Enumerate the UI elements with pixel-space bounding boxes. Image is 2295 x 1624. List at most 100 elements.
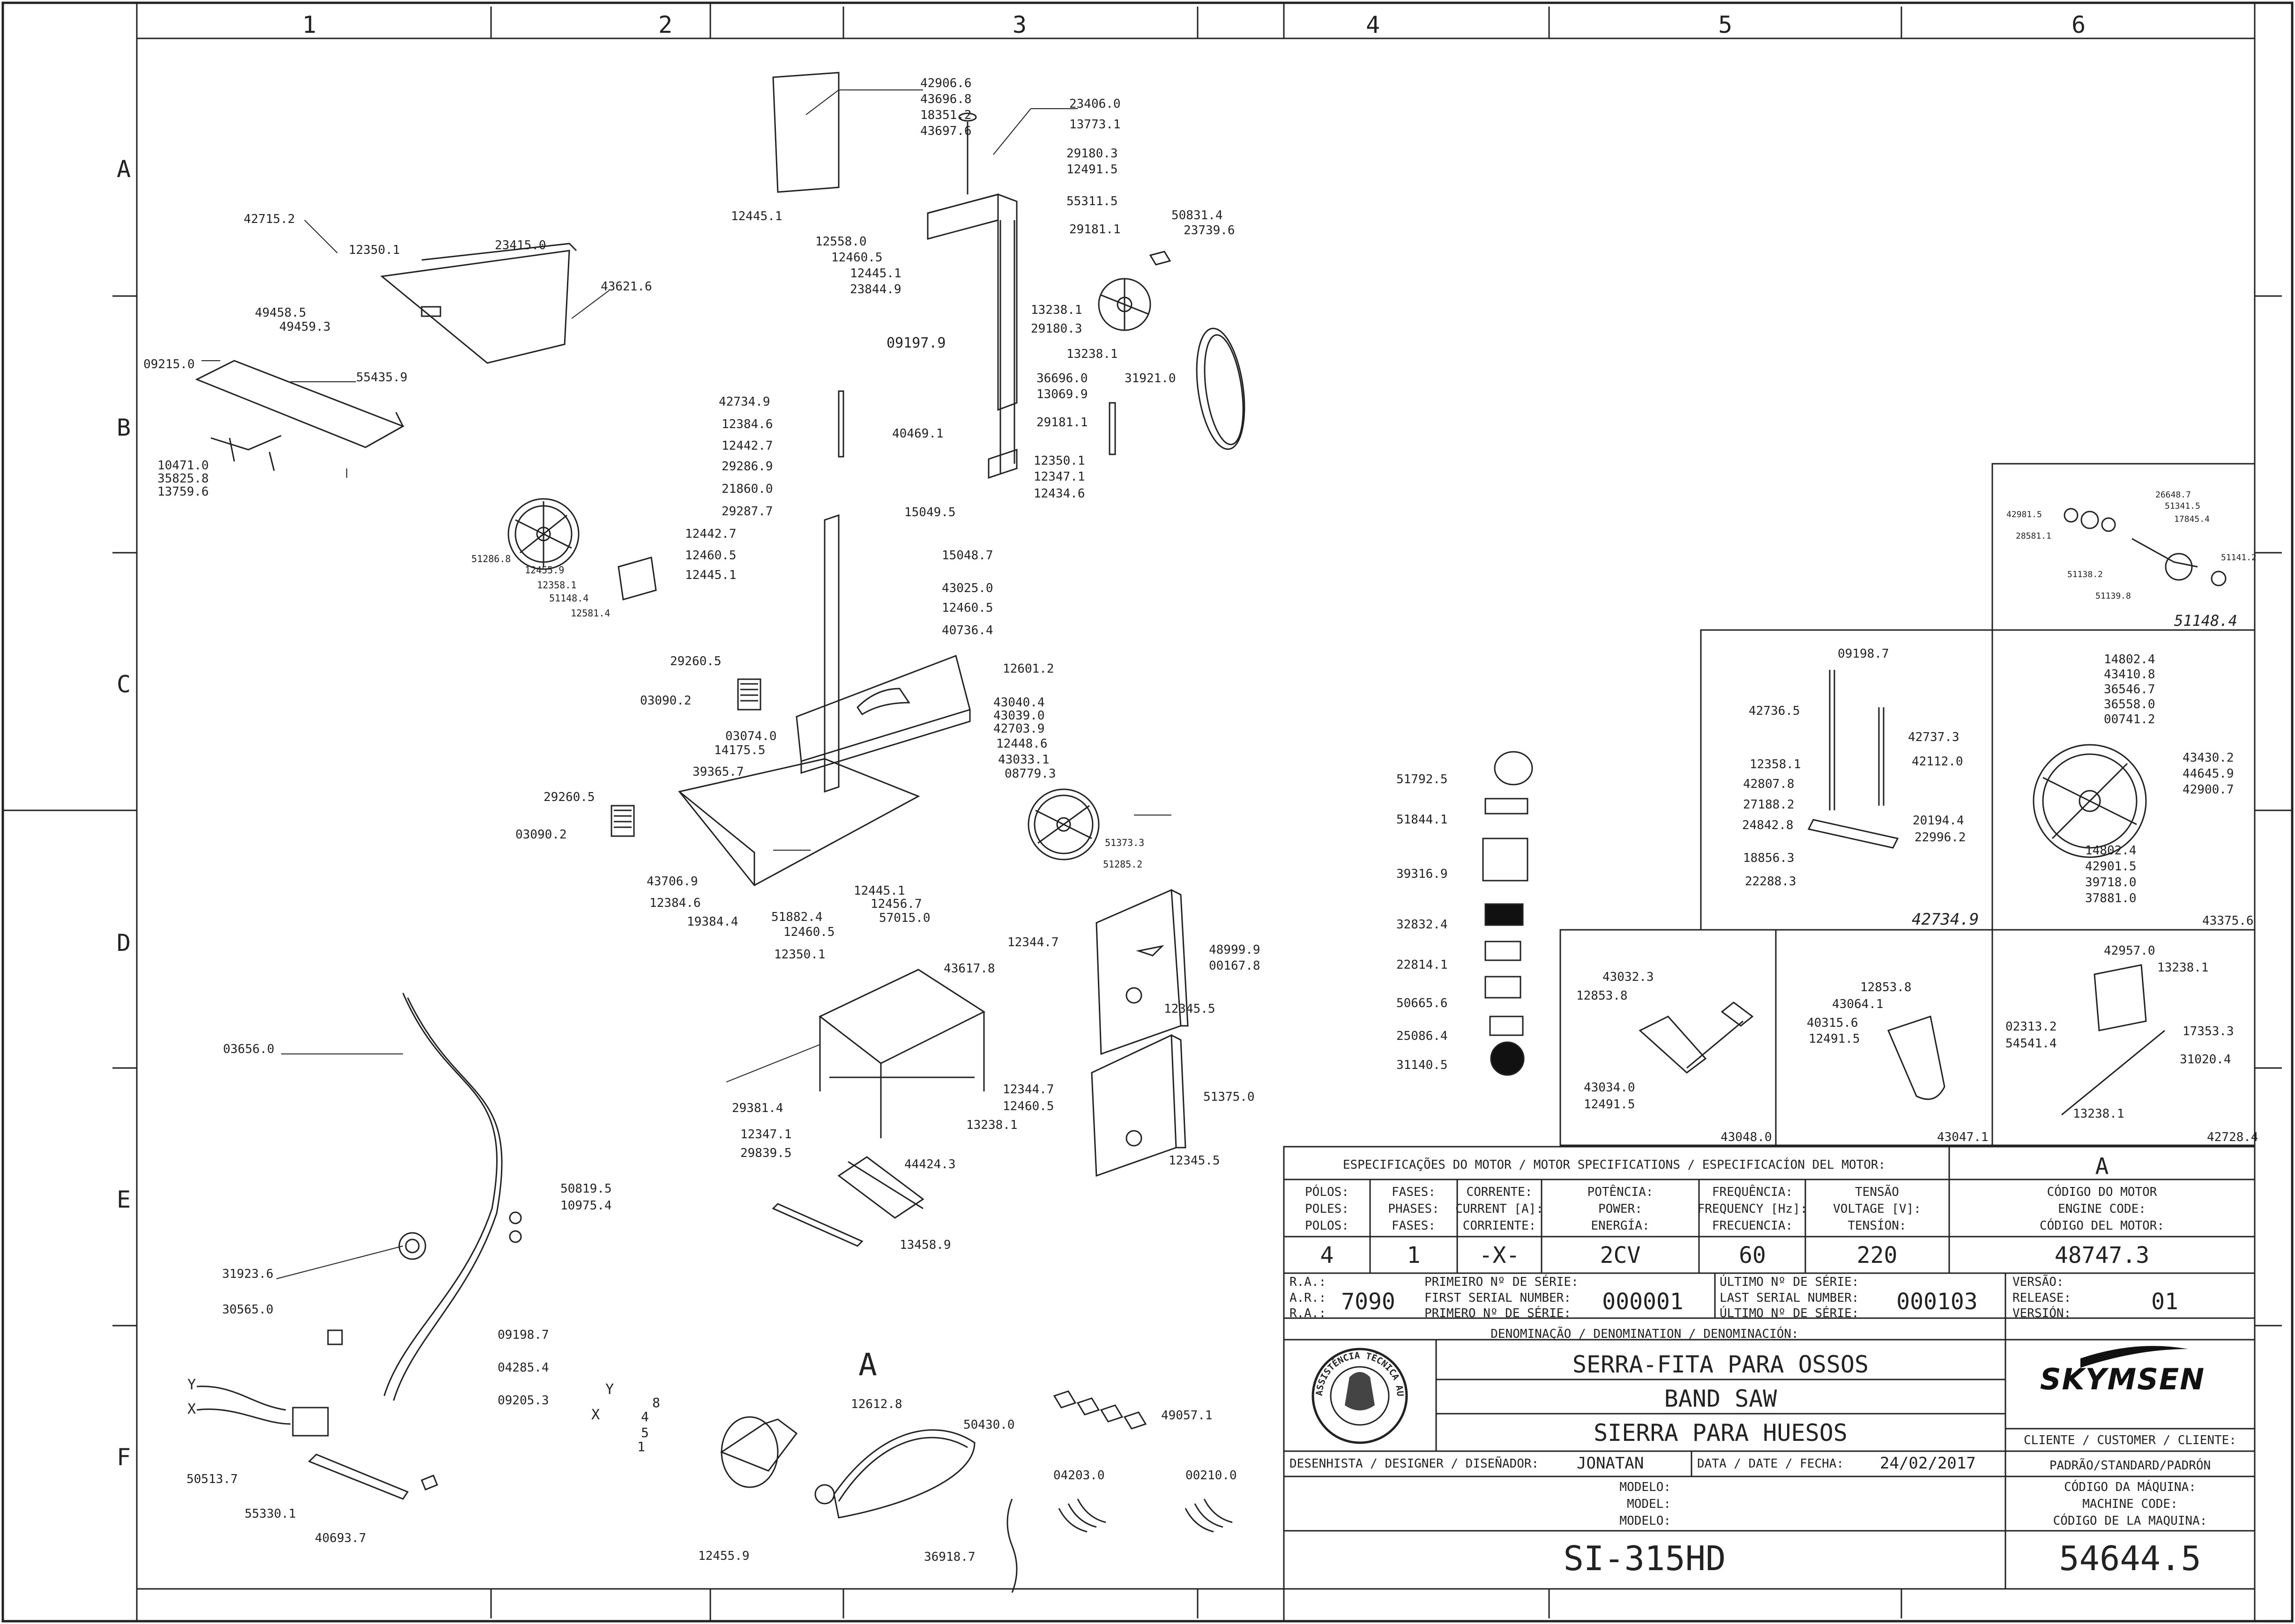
detail-box-42728-4	[1991, 929, 2256, 1146]
brand-swoosh	[2080, 1346, 2188, 1368]
zone-col-4: 4	[1366, 11, 1380, 38]
model-value: SI-315HD	[1564, 1539, 1726, 1578]
zone-row-a: A	[117, 156, 131, 183]
decal-label: 51844.1	[1396, 813, 1448, 827]
detail-part: 26648.7	[2155, 490, 2191, 500]
designer-value: JONATAN	[1577, 1454, 1644, 1473]
brand-logo: SKYMSEN	[2040, 1362, 2205, 1396]
detail-part: 28581.1	[2016, 531, 2051, 541]
detail-part: 51139.8	[2095, 591, 2131, 601]
date-label: DATA / DATE / FECHA:	[1697, 1457, 1844, 1471]
detail-boxes	[1559, 463, 2256, 1146]
detail-part: 54541.4	[2005, 1037, 2057, 1051]
part-label: 09197.9	[887, 335, 946, 351]
ra-label: R.A.:	[1289, 1275, 1326, 1289]
decal-label: 31140.5	[1396, 1058, 1448, 1072]
part-label: 19384.4	[687, 915, 738, 929]
detail-part: 43034.0	[1584, 1081, 1635, 1095]
part-label: 12460.5	[685, 549, 737, 563]
part-label: 12350.1	[774, 948, 826, 962]
detail-part: 31020.4	[2180, 1053, 2231, 1067]
detail-part: 36546.7	[2104, 682, 2155, 697]
model-label: MODELO:	[1619, 1514, 1671, 1528]
zone-col-2: 2	[658, 11, 672, 38]
part-label: 40469.1	[892, 427, 944, 441]
base-stand	[819, 969, 986, 1064]
detail-part: 51138.2	[2067, 570, 2103, 579]
first-serial-label: FIRST SERIAL NUMBER:	[1424, 1291, 1571, 1305]
first-serial-value: 000001	[1602, 1289, 1683, 1315]
part-label: 12445.1	[854, 884, 905, 898]
part-label: 12612.8	[851, 1397, 902, 1411]
detail-part: 39718.0	[2085, 875, 2137, 890]
last-serial-label: ÚLTIMO Nº DE SÉRIE:	[1720, 1305, 1859, 1320]
part-label: 12460.5	[783, 925, 835, 939]
part-label: 03074.0	[725, 729, 777, 743]
detail-id: 51148.4	[2174, 612, 2237, 630]
part-label: 29381.4	[732, 1101, 783, 1115]
phases-value: 1	[1407, 1242, 1421, 1268]
detail-id: 42734.9	[1912, 910, 1979, 929]
part-label: Y	[187, 1377, 196, 1393]
part-label: 12445.1	[731, 209, 782, 223]
decal-label: 51792.5	[1396, 772, 1448, 786]
view-letter-a: A	[858, 1347, 877, 1383]
frequency-label: FREQUENCY [Hz]:	[1698, 1202, 1808, 1216]
serial-row: R.A.: A.R.: R.A.: 7090 PRIMEIRO Nº DE SÉ…	[1289, 1274, 2178, 1320]
saw-table	[796, 655, 971, 762]
part-label: 4	[641, 1409, 649, 1424]
part-label: 12455.9	[525, 564, 564, 576]
version-label: VERSÃO:	[2012, 1274, 2064, 1289]
part-label: 50831.4	[1171, 208, 1223, 222]
decal-label: 50665.6	[1396, 996, 1448, 1010]
part-label: 43617.8	[944, 962, 995, 976]
detail-part: 42737.3	[1908, 730, 1960, 744]
voltage-label: TENSÍON:	[1848, 1218, 1906, 1233]
part-label: 03656.0	[223, 1042, 275, 1056]
part-label: 55435.9	[356, 371, 408, 385]
power-label: POTÊNCIA:	[1587, 1184, 1654, 1199]
part-label: 12460.5	[1003, 1099, 1054, 1113]
last-serial-label: LAST SERIAL NUMBER:	[1720, 1291, 1859, 1305]
part-label: 42734.9	[719, 395, 770, 409]
part-label: 00167.8	[1209, 959, 1260, 973]
part-label: 12384.6	[722, 417, 773, 431]
band-blade	[1196, 327, 1245, 450]
decal-label: 22814.1	[1396, 958, 1448, 972]
part-label: 10975.4	[560, 1199, 612, 1213]
part-label: 13238.1	[1031, 303, 1082, 317]
part-label: 13773.1	[1069, 118, 1121, 132]
contactor	[292, 1407, 329, 1437]
customer-value: PADRÃO/STANDARD/PADRÓN	[2049, 1458, 2211, 1473]
part-label: 09205.3	[498, 1394, 549, 1408]
detail-part: 18856.3	[1743, 851, 1795, 865]
zone-row-b: B	[117, 414, 131, 441]
detail-part: 42981.5	[2006, 510, 2042, 519]
detail-part: 27188.2	[1743, 798, 1795, 812]
detail-part: 51141.2	[2221, 553, 2257, 563]
detail-part: 13238.1	[2073, 1107, 2124, 1121]
part-label: 48999.9	[1209, 943, 1260, 957]
upper-housing	[927, 193, 1018, 411]
part-label: 18351.2	[920, 108, 972, 122]
voltage-label: TENSÃO	[1855, 1184, 1899, 1199]
lower-wheel	[507, 498, 580, 570]
lower-cabinet	[678, 758, 920, 886]
part-label: X	[187, 1401, 196, 1417]
part-label: 03090.2	[640, 694, 692, 708]
part-labels: 42906.6 43696.8 18351.2 43697.6 12445.1 …	[143, 76, 1448, 1564]
part-label: 29181.1	[1036, 415, 1088, 430]
part-label: 55330.1	[245, 1507, 296, 1521]
part-label: 43697.6	[920, 124, 972, 138]
part-label: 13759.6	[157, 485, 209, 499]
part-label: 03090.2	[515, 828, 567, 842]
detail-part: 17845.4	[2174, 514, 2210, 524]
machine-code-label: CÓDIGO DE LA MAQUINA:	[2053, 1513, 2207, 1528]
denomination-header: DENOMINAÇÃO / DENOMINATION / DENOMINACIÓ…	[1490, 1326, 1798, 1341]
detail-part: 37881.0	[2085, 891, 2137, 905]
part-label: 12358.1	[537, 579, 576, 591]
poles-label: POLOS:	[1305, 1219, 1349, 1233]
detail-part: 00741.2	[2104, 712, 2155, 727]
part-label: 09198.7	[498, 1328, 549, 1342]
main-column	[824, 514, 840, 793]
